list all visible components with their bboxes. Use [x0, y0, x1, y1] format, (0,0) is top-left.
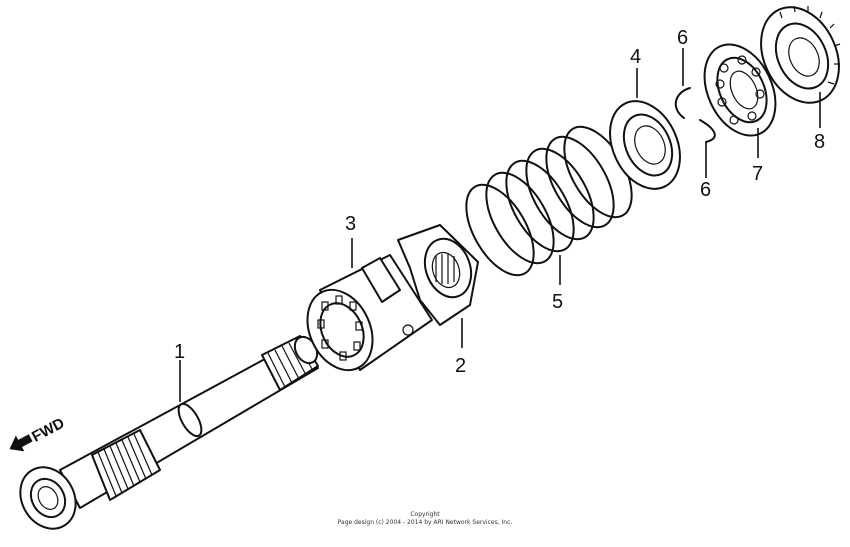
fwd-arrow-icon	[9, 434, 33, 452]
part-2-cam-follower	[397, 224, 479, 336]
label-part-6b: 6	[700, 179, 711, 201]
label-part-6a: 6	[677, 27, 688, 49]
label-part-4: 4	[630, 46, 641, 68]
fwd-text: FWD	[29, 415, 67, 446]
part-7-bearing	[703, 43, 777, 137]
part-1-shaft	[19, 335, 319, 530]
label-part-7: 7	[752, 163, 763, 185]
label-part-1: 1	[174, 341, 185, 363]
label-part-8: 8	[814, 131, 825, 153]
label-part-5: 5	[552, 291, 563, 313]
copyright-line: Copyright	[410, 511, 440, 518]
fwd-indicator: FWD	[9, 415, 67, 452]
part-4-spring-seat	[609, 100, 681, 190]
label-part-3: 3	[345, 213, 356, 235]
part-3-sleeve	[306, 254, 433, 372]
part-8-oil-seal	[760, 5, 841, 104]
label-part-2: 2	[455, 355, 466, 377]
part-number-labels: 1 2 3 4 5 6 6 7 8	[174, 27, 825, 377]
copyright-notice: Page design (c) 2004 - 2014 by ARI Netwo…	[337, 519, 513, 526]
leader-lines	[179, 48, 821, 402]
part-6-circlips	[674, 87, 716, 143]
